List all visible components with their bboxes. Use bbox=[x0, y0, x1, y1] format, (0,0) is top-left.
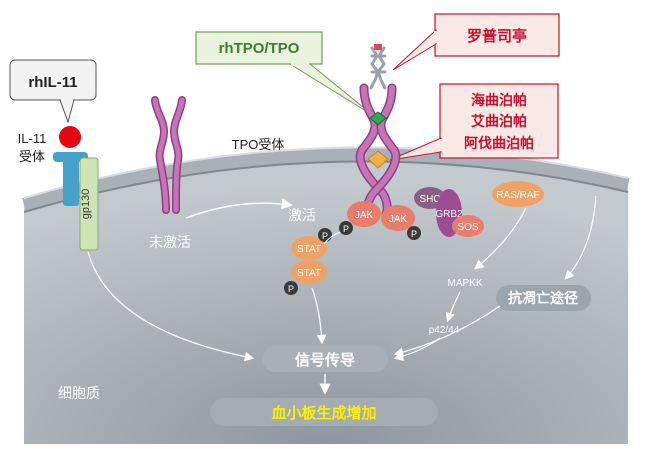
sos-label: SOS bbox=[457, 222, 478, 233]
small-molecule-callout: 海曲泊帕 艾曲泊帕 阿伐曲泊帕 bbox=[389, 83, 559, 161]
platelet-increase-pill: 血小板生成增加 bbox=[210, 398, 438, 426]
jak-right: JAK bbox=[381, 205, 415, 231]
il11-ligand-circle bbox=[59, 126, 81, 148]
rhtpo-label: rhTPO/TPO bbox=[219, 40, 300, 57]
inactive-tpo-receptor bbox=[151, 96, 186, 214]
p4244-label: p42/44 bbox=[429, 325, 460, 336]
p-label: P bbox=[288, 284, 294, 294]
p-label: P bbox=[343, 224, 349, 234]
gp130-label: gp130 bbox=[80, 189, 92, 220]
gp130-to-signal-arrow bbox=[87, 251, 255, 362]
mapkk-label: MAPKK bbox=[447, 278, 482, 289]
shc-label: SHC bbox=[419, 194, 440, 205]
rasraf-label: RAS/RAF bbox=[496, 190, 539, 201]
stat-lower-label: STAT bbox=[297, 268, 321, 279]
romiplostim-label: 罗普司亭 bbox=[467, 27, 527, 45]
romiplostim-tip bbox=[374, 44, 382, 50]
jak-left: JAK bbox=[347, 201, 381, 227]
rasraf-node: RAS/RAF bbox=[492, 181, 544, 207]
stat-node-lower: STAT bbox=[291, 260, 327, 284]
to-anti-apoptosis-arrow bbox=[564, 195, 597, 280]
cytoplasm-label: 细胞质 bbox=[58, 385, 100, 401]
stat-to-signal-arrow bbox=[311, 287, 327, 345]
rhil11-label: rhIL-11 bbox=[28, 74, 77, 91]
gp130-receptor: gp130 bbox=[79, 157, 99, 251]
romiplostim-callout: 罗普司亭 bbox=[392, 13, 560, 71]
rasraf-to-mapkk-arrow bbox=[474, 207, 527, 270]
anti-apoptosis-label: 抗凋亡途径 bbox=[508, 290, 578, 306]
sos-node: SOS bbox=[452, 215, 484, 237]
phospho-stat-upper: P bbox=[318, 228, 332, 242]
signal-transduction-pill: 信号传导 bbox=[262, 346, 388, 372]
jak-to-stat-link bbox=[323, 231, 341, 245]
drug-line-3: 阿伐曲泊帕 bbox=[464, 135, 534, 151]
stat-node-upper: STAT bbox=[291, 236, 327, 260]
tpo-receptor-label: TPO受体 bbox=[232, 137, 285, 152]
phospho-jak-right: P bbox=[407, 226, 421, 240]
stat-upper-label: STAT bbox=[297, 244, 321, 255]
rhtpo-callout: rhTPO/TPO bbox=[195, 31, 375, 117]
rhil11-box: rhIL-11 bbox=[9, 59, 97, 124]
jak-right-label: JAK bbox=[389, 214, 408, 225]
tpo-binding-diamond bbox=[369, 111, 387, 126]
membrane-inner-line bbox=[23, 160, 629, 213]
activation-arrow bbox=[185, 198, 293, 219]
anti-apoptosis-to-signal-arrow bbox=[393, 305, 501, 357]
grb2-label: GRB2 bbox=[435, 209, 463, 220]
il11-receptor-label: 受体 bbox=[19, 149, 45, 164]
activate-label: 激活 bbox=[288, 207, 316, 223]
p-label: P bbox=[411, 229, 417, 239]
drug-line-2: 艾曲泊帕 bbox=[471, 113, 527, 129]
il11-label: IL-11 bbox=[18, 131, 47, 146]
platelet-label: 血小板生成增加 bbox=[271, 404, 376, 422]
jak-left-label: JAK bbox=[355, 210, 374, 221]
p-label: P bbox=[322, 231, 328, 241]
membrane-outer-line bbox=[23, 146, 629, 199]
anti-apoptosis-pill: 抗凋亡途径 bbox=[496, 285, 591, 311]
cell-membrane bbox=[22, 147, 630, 212]
inactive-label: 未激活 bbox=[149, 234, 191, 250]
activated-tpo-receptor bbox=[355, 83, 401, 219]
small-molecule-binding-site bbox=[367, 150, 389, 169]
drug-line-1: 海曲泊帕 bbox=[471, 92, 527, 108]
il11-receptor bbox=[53, 152, 88, 206]
mapkk-to-p4244-arrow bbox=[445, 291, 461, 323]
phospho-jak-left: P bbox=[339, 221, 353, 235]
phospho-stat-lower: P bbox=[284, 281, 298, 295]
signal-label: 信号传导 bbox=[295, 351, 355, 369]
romiplostim-molecule bbox=[369, 46, 387, 90]
